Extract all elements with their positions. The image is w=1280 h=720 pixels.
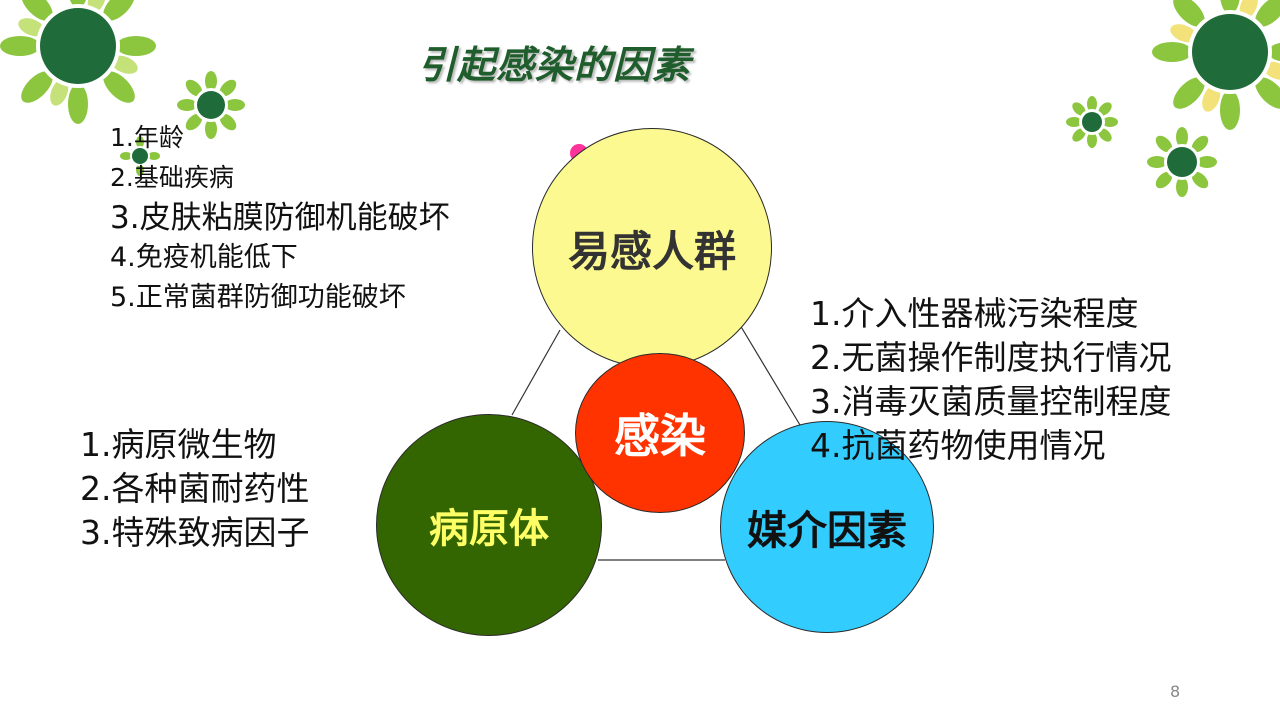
flower-decoration-small-right-icon bbox=[1066, 96, 1118, 148]
list-item: 4.免疫机能低下 bbox=[110, 242, 298, 273]
node-infection-center: 感染 bbox=[575, 353, 745, 513]
flower-decoration-small-left-icon bbox=[177, 71, 245, 139]
list-item: 3.特殊致病因子 bbox=[80, 513, 310, 552]
list-item: 1.病原微生物 bbox=[80, 425, 277, 464]
media-factors-list: 1.介入性器械污染程度 2.无菌操作制度执行情况 3.消毒灭菌质量控制程度 4.… bbox=[810, 292, 1172, 468]
list-item: 5.正常菌群防御功能破坏 bbox=[110, 282, 406, 313]
list-item: 3.消毒灭菌质量控制程度 bbox=[810, 382, 1172, 421]
page-number: 8 bbox=[1170, 682, 1181, 701]
node-media-factors: 媒介因素 bbox=[720, 421, 934, 633]
list-item: 2.无菌操作制度执行情况 bbox=[810, 338, 1172, 377]
flower-decoration-top-left-icon bbox=[0, 0, 156, 124]
list-item: 1.年龄 bbox=[110, 123, 184, 152]
flower-decoration-tiny-left-icon bbox=[120, 136, 160, 176]
flower-decoration-top-right-icon bbox=[1152, 0, 1280, 130]
list-item: 2.各种菌耐药性 bbox=[80, 469, 310, 508]
list-item: 1.介入性器械污染程度 bbox=[810, 294, 1139, 333]
list-item: 4.抗菌药物使用情况 bbox=[810, 426, 1106, 465]
list-item: 2.基础疾病 bbox=[110, 163, 234, 192]
host-factors-list: 1.年龄 2.基础疾病 3.皮肤粘膜防御机能破坏 4.免疫机能低下 5.正常菌群… bbox=[110, 118, 450, 318]
connector-host-media bbox=[736, 319, 801, 426]
connector-host-pathogen bbox=[511, 329, 561, 416]
node-susceptible-host: 易感人群 bbox=[532, 128, 772, 368]
slide-title: 引起感染的因素 bbox=[418, 43, 692, 87]
flower-decoration-mid-right-icon bbox=[1147, 127, 1217, 197]
pathogen-factors-list: 1.病原微生物 2.各种菌耐药性 3.特殊致病因子 bbox=[80, 423, 310, 555]
list-item: 3.皮肤粘膜防御机能破坏 bbox=[110, 200, 450, 236]
node-pathogen: 病原体 bbox=[376, 414, 602, 636]
